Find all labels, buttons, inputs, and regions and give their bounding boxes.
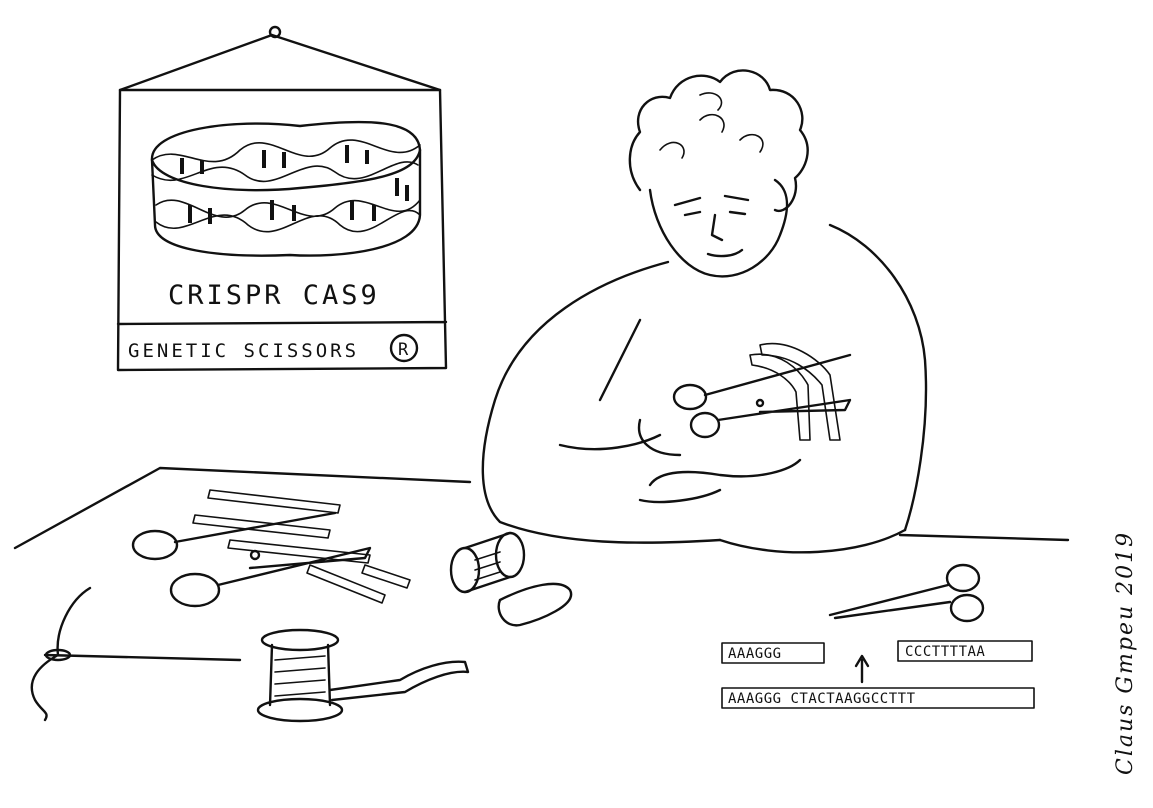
- thread-spool-large: [256, 628, 470, 723]
- torso-outline: [481, 223, 928, 544]
- artist-signature: Claus Gmpeu 2019: [1113, 531, 1138, 775]
- table-scissors-right: [828, 563, 985, 623]
- poster-subtitle: GENETIC SCISSORS: [128, 340, 359, 362]
- full-strand: AAAGGG CTACTAAGGCCTTT: [728, 691, 916, 707]
- dna-strands-on-table: [192, 489, 411, 604]
- poster-title: CRISPR CAS9: [168, 280, 380, 311]
- curly-hair: [628, 69, 809, 213]
- registered-mark-circle: [389, 333, 419, 363]
- registered-mark: R: [398, 340, 409, 360]
- table-edge: [13, 466, 1070, 550]
- full-strand-box: [721, 687, 1035, 709]
- scientist-figure: [481, 69, 928, 554]
- face-outline: [648, 178, 789, 278]
- fragment-left-box: [721, 642, 825, 664]
- held-scissors: [672, 353, 852, 439]
- hands: [637, 418, 802, 504]
- poster-frame: [116, 88, 448, 372]
- poster-hanging-string: [118, 33, 442, 92]
- fragment-right-box: [897, 640, 1033, 662]
- fragment-left: AAAGGG: [728, 646, 782, 662]
- thread-spool-small: [449, 531, 573, 627]
- held-dna-strands: [749, 342, 841, 441]
- cut-arrow: [854, 654, 870, 684]
- wall-poster: CRISPR CAS9 GENETIC SCISSORS R: [116, 25, 448, 372]
- fragment-right: CCCTTTTAA: [905, 644, 985, 660]
- dna-ring-illustration: [150, 120, 422, 257]
- sequence-diagram: AAAGGG CCCTTTTAA AAAGGG CTACTAAGGCCTTT: [721, 640, 1035, 709]
- table-scissors-left: [131, 511, 372, 608]
- needle-and-thread: [30, 586, 242, 722]
- poster-nail: [268, 25, 282, 39]
